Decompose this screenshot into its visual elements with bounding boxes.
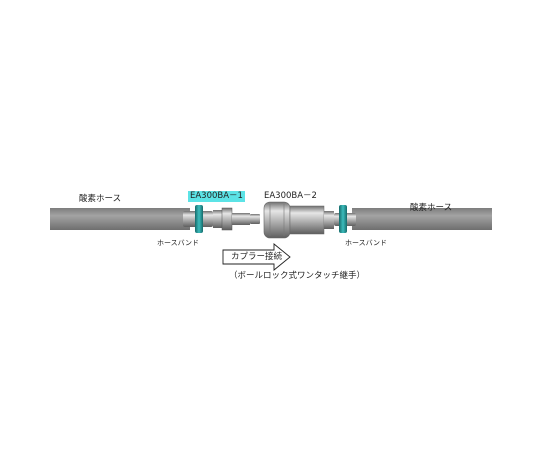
right-hose-label: 酸素ホース	[410, 203, 453, 213]
left-hose	[50, 208, 190, 230]
socket-model-label: EA300BA－2	[264, 191, 317, 201]
coupler-type-label: （ボールロック式ワンタッチ継手）	[229, 271, 366, 281]
left-hose-band	[195, 205, 203, 233]
right-band-label: ホースバンド	[345, 239, 387, 247]
left-hose-label: 酸素ホース	[79, 194, 122, 204]
connection-arrow	[222, 243, 291, 271]
plug-fitting	[183, 207, 260, 231]
right-hose-band	[339, 205, 347, 233]
coupler-connect-label: カプラー接続	[231, 252, 283, 262]
left-band-label: ホースバンド	[157, 239, 199, 247]
plug-model-label: EA300BA－1	[188, 191, 245, 202]
right-hose	[352, 208, 492, 230]
